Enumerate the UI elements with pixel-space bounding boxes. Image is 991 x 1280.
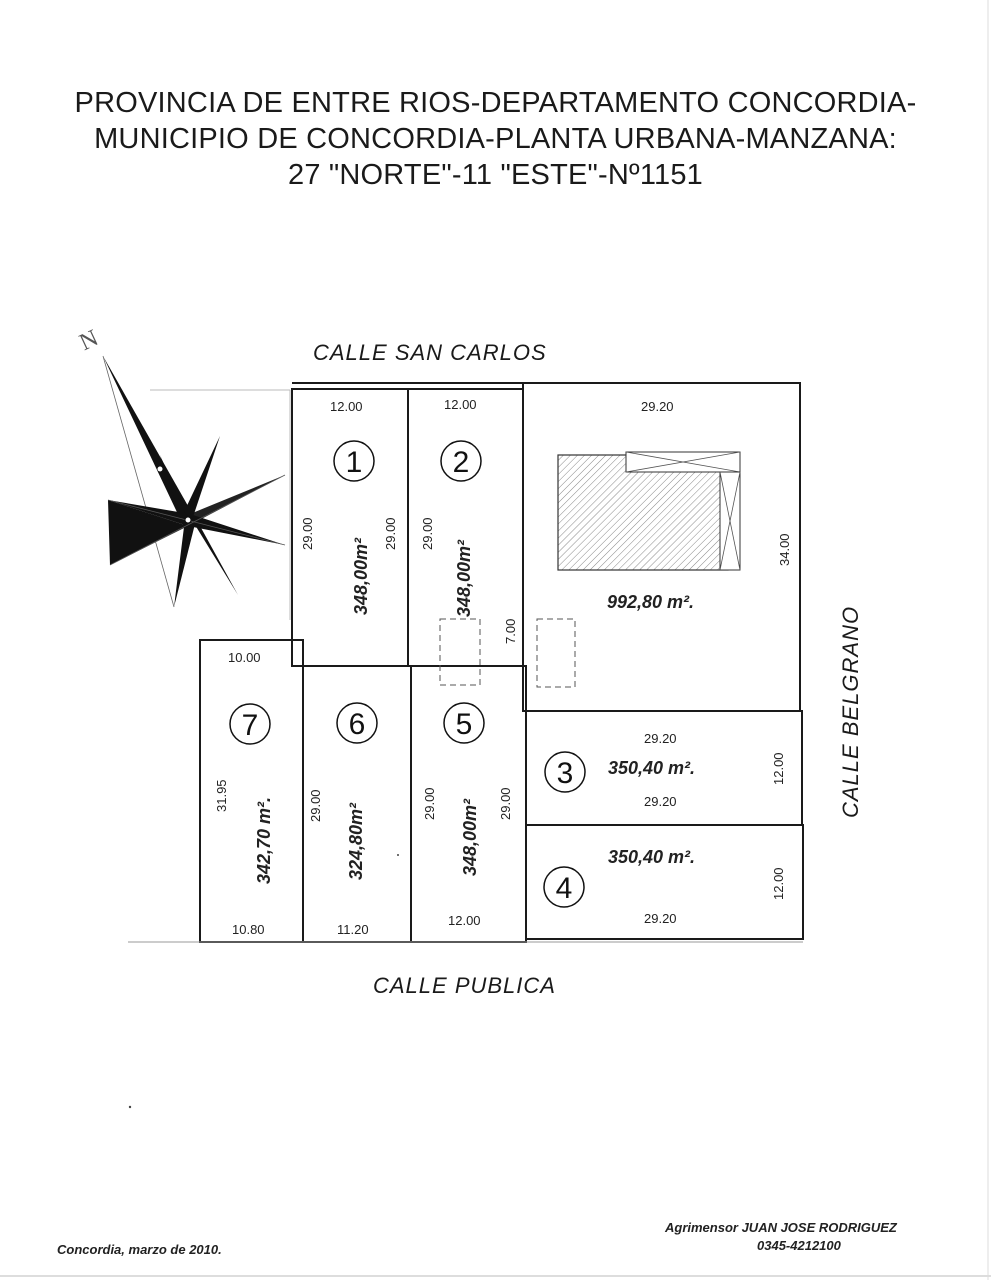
lot-7-number: 7 — [242, 709, 259, 742]
surveyor-name: Agrimensor JUAN JOSE RODRIGUEZ — [664, 1220, 898, 1235]
lot-5-number: 5 — [456, 708, 473, 741]
lot-main-right-dim: 34.00 — [777, 533, 792, 566]
title-line-2: MUNICIPIO DE CONCORDIA-PLANTA URBANA-MAN… — [94, 123, 897, 155]
lot-main: 29.20 34.00 992,80 m². — [607, 399, 792, 612]
lot-5: 5 29.00 29.00 348,00m² 12.00 — [422, 702, 513, 928]
lot-2-front: 12.00 — [444, 397, 477, 412]
lot-main-front: 29.20 — [641, 399, 674, 414]
compass-rose-icon: N — [76, 325, 291, 620]
lot-2-number: 2 — [453, 446, 470, 479]
lot-2-area: 348,00m² — [454, 539, 474, 617]
lot-5-area: 348,00m² — [460, 798, 480, 876]
lot-6-area: 324,80m² — [346, 802, 366, 880]
lot-6-number: 6 — [349, 708, 366, 741]
lot-1-area: 348,00m² — [351, 537, 371, 615]
building-footprint — [536, 451, 741, 688]
lot-4-area: 350,40 m². — [608, 847, 695, 867]
lot-2: 12.00 2 29.00 7.00 348,00m² — [420, 397, 518, 644]
lot-2-right-dim: 7.00 — [503, 619, 518, 644]
lot-3-area: 350,40 m². — [608, 758, 695, 778]
lot-6: 6 29.00 324,80m² 11.20 — [308, 702, 378, 937]
lot-3-top-dim: 29.20 — [644, 731, 677, 746]
lot-7-area: 342,70 m². — [254, 797, 274, 884]
title-line-3: 27 "NORTE"-11 "ESTE"-Nº1151 — [288, 159, 703, 191]
lot-5-left-dim: 29.00 — [422, 787, 437, 820]
lot-1-left-dim: 29.00 — [300, 517, 315, 550]
lot-4-bottom-dim: 29.20 — [644, 911, 677, 926]
lot-4: 350,40 m². 4 29.20 12.00 — [543, 847, 786, 926]
lot-1-front: 12.00 — [330, 399, 363, 414]
lot-7-top-dim: 10.00 — [228, 650, 261, 665]
plan-title: PROVINCIA DE ENTRE RIOS-DEPARTAMENTO CON… — [0, 85, 991, 193]
surveyor-phone: 0345-4212100 — [757, 1238, 842, 1253]
lot-1-right-dim: 29.00 — [383, 517, 398, 550]
place-date: Concordia, marzo de 2010. — [57, 1242, 222, 1257]
street-south: CALLE PUBLICA — [373, 973, 556, 998]
street-north: CALLE SAN CARLOS — [313, 340, 547, 365]
lot-2-left-dim: 29.00 — [420, 517, 435, 550]
lot-main-area: 992,80 m². — [607, 592, 694, 612]
lot-4-right-dim: 12.00 — [771, 867, 786, 900]
lot-4-number: 4 — [556, 872, 573, 905]
lot-7-left-dim: 31.95 — [214, 779, 229, 812]
lot-7: 10.00 7 31.95 342,70 m². 10.80 — [214, 650, 274, 937]
lot-5-bottom-dim: 12.00 — [448, 913, 481, 928]
lot-3-right-dim: 12.00 — [771, 752, 786, 785]
lot-6-bottom-dim: 11.20 — [337, 922, 369, 937]
north-label: N — [76, 325, 103, 356]
lot-6-left-dim: 29.00 — [308, 789, 323, 822]
lot-1: 12.00 1 29.00 29.00 348,00m² — [300, 399, 398, 615]
dashed-structure-lot-2 — [439, 618, 481, 686]
lot-3: 29.20 3 350,40 m². 29.20 12.00 — [544, 731, 786, 809]
lot-7-bottom-dim: 10.80 — [232, 922, 265, 937]
street-east: CALLE BELGRANO — [838, 606, 863, 818]
block-outline — [199, 382, 804, 943]
title-line-1: PROVINCIA DE ENTRE RIOS-DEPARTAMENTO CON… — [74, 87, 917, 119]
lot-3-bottom-dim: 29.20 — [644, 794, 677, 809]
lot-5-right-dim: 29.00 — [498, 787, 513, 820]
lot-3-number: 3 — [557, 757, 574, 790]
lot-1-number: 1 — [346, 446, 363, 479]
